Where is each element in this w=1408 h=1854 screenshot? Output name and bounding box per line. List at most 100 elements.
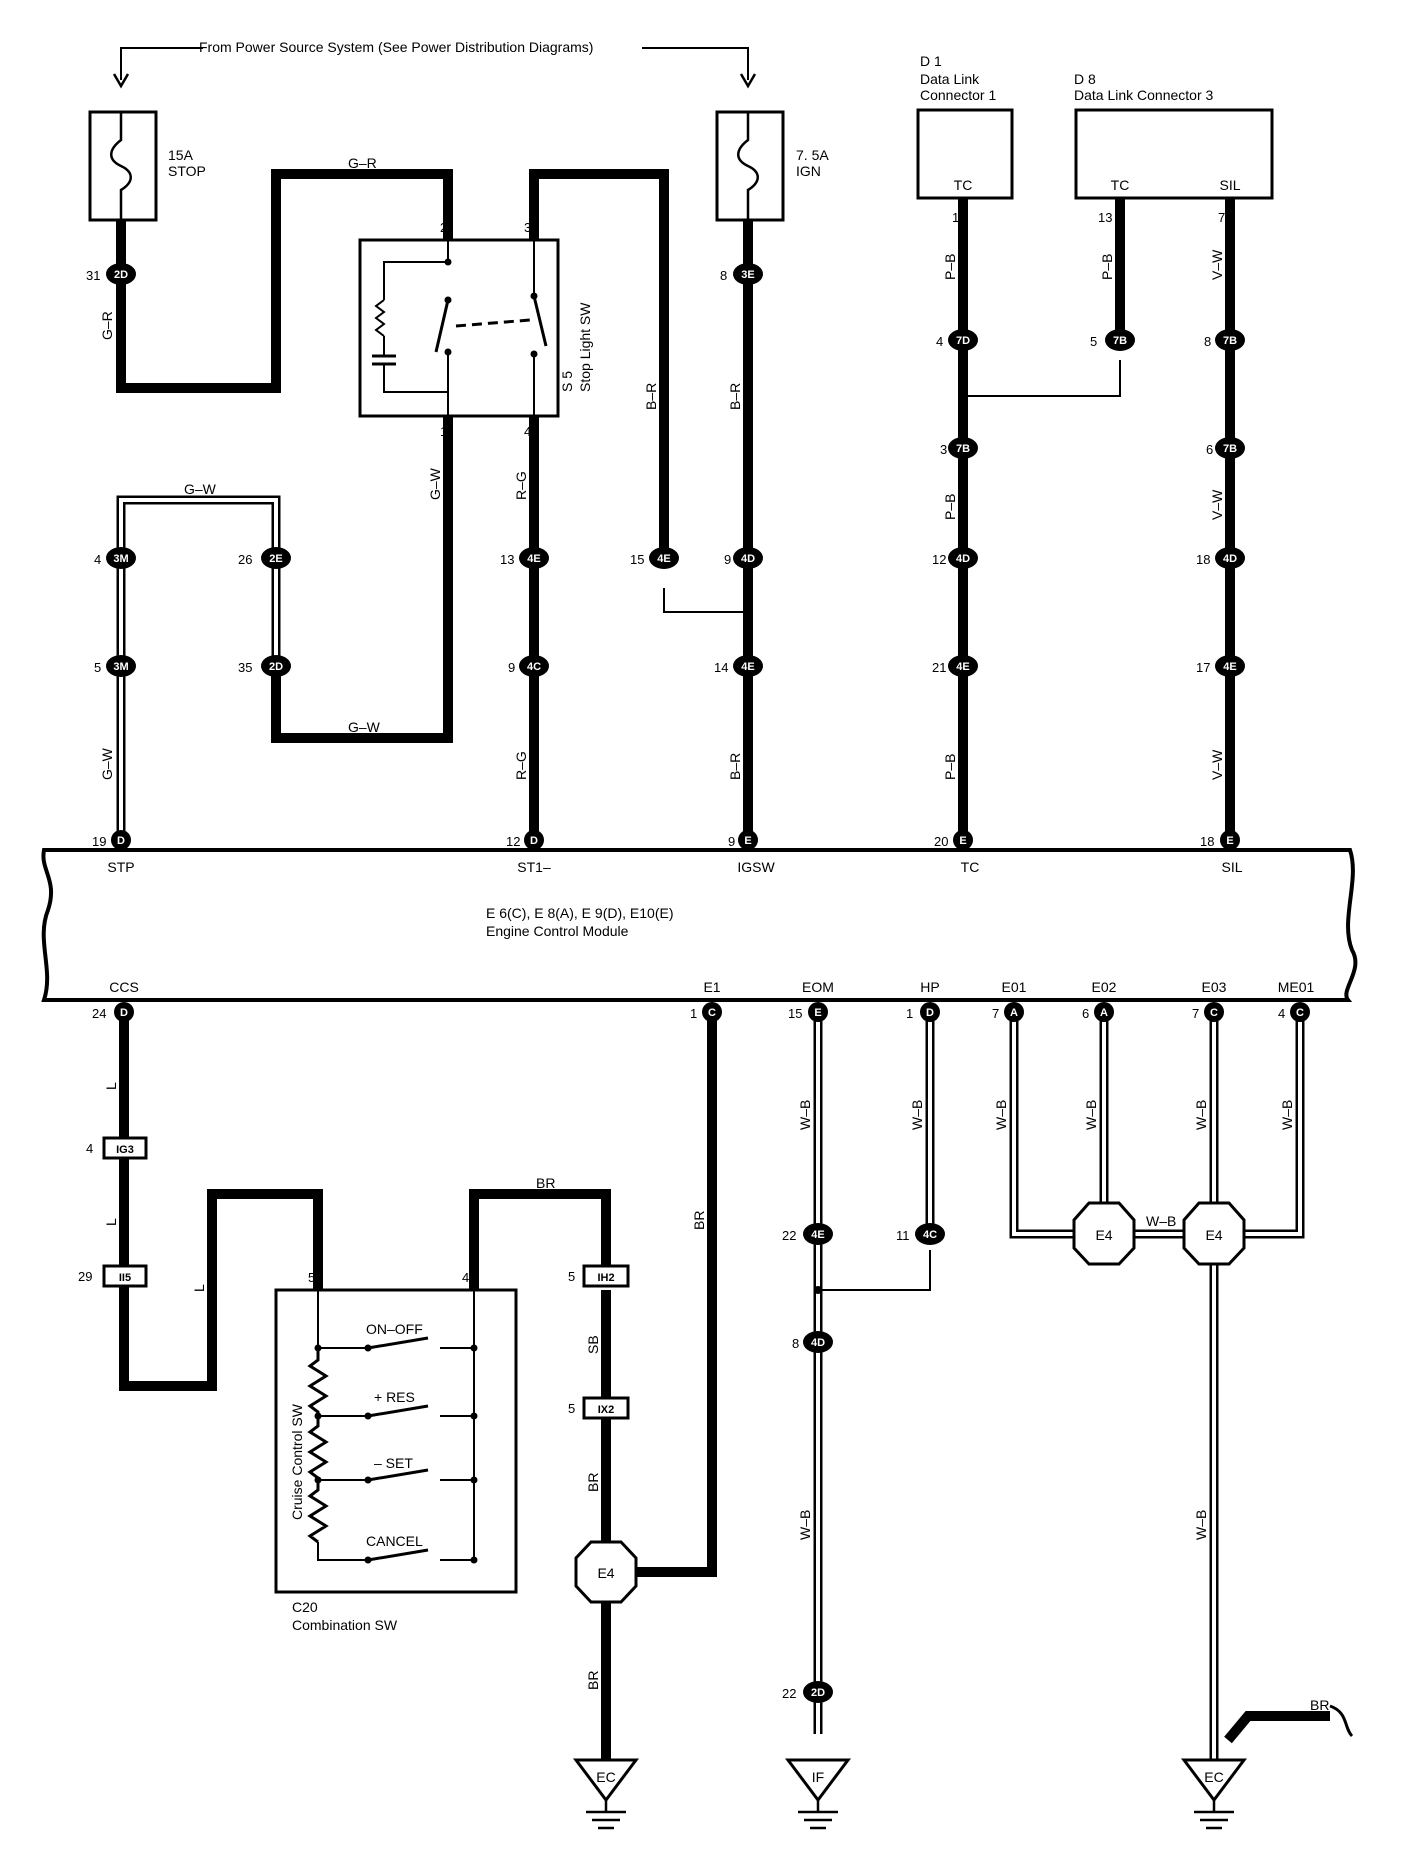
pin-4-sw: 4 [524, 424, 531, 439]
wire-g-w-top: G–W [184, 481, 217, 497]
dlc1-id: D 1 [920, 53, 942, 69]
svg-text:4D: 4D [811, 1337, 825, 1349]
wire-labels-bottom: L L L BR BR SB BR BR BR W–B W–B W–B W–B … [103, 1082, 1329, 1713]
pin-18-ecm: 18 [1200, 834, 1214, 849]
fuse-ign-rating: 7. 5A [796, 147, 829, 163]
wire-g-w-bottom: G–W [348, 719, 381, 735]
connector-4D-c: 4D [1215, 547, 1245, 569]
connector-7B-c: 7B [948, 437, 978, 459]
ecm-term-sil: SIL [1221, 859, 1242, 875]
connectors-top: 2D 31 3E 8 7D 4 7B 5 7B 8 7B 3 7B 6 3M 4… [86, 263, 1245, 677]
pin-8-ign: 8 [720, 268, 727, 283]
pin-24: 24 [92, 1006, 106, 1021]
svg-text:E: E [1226, 835, 1233, 847]
svg-text:4C: 4C [923, 1229, 937, 1241]
svg-text:3M: 3M [113, 553, 128, 565]
pin-13-4e: 13 [500, 552, 514, 567]
pin-31: 31 [86, 268, 100, 283]
connector-4C-a: 4C [519, 655, 549, 677]
pin-7-dlc: 7 [1218, 210, 1225, 225]
ecm-term-e1: E1 [703, 979, 720, 995]
pin-5-ix2: 5 [568, 1401, 575, 1416]
pin-3-sw: 3 [524, 220, 531, 235]
pin-22-2d: 22 [782, 1686, 796, 1701]
connector-4E-b: 4E [649, 547, 679, 569]
pin-26: 26 [238, 552, 252, 567]
wire-break-mark [1329, 1704, 1354, 1738]
conn-ii5: II5 [119, 1272, 131, 1284]
svg-text:D: D [926, 1007, 934, 1019]
conn-ix2: IX2 [598, 1404, 615, 1416]
pin-11-dlc: 11 [952, 210, 966, 225]
splice-e4-c: E4 [597, 1565, 614, 1581]
ground-ec-left: EC [573, 1758, 639, 1830]
wire-labels-top: G–R G–R G–W G–W G–W G–W R–G R–G B–R B–R … [99, 155, 1225, 780]
bottom-double-wires [813, 1012, 1305, 1760]
connector-4E-e: 4E [1215, 655, 1245, 677]
ecm-term-e03: E03 [1202, 979, 1227, 995]
wire-wb-hp: W–B [909, 1100, 925, 1130]
connector-3M-a: 3M [106, 547, 136, 569]
pin-8-4d: 8 [792, 1336, 799, 1351]
pin-1-e1: 1 [690, 1006, 697, 1021]
dlc3-sil-label: SIL [1219, 177, 1240, 193]
ecm-top-terminals: D 19 D 12 E 9 E 20 E 18 [92, 830, 1240, 850]
pin-4-3m: 4 [94, 552, 101, 567]
svg-text:D: D [530, 835, 538, 847]
svg-text:2D: 2D [811, 1687, 825, 1699]
svg-text:3E: 3E [741, 269, 754, 281]
wire-br-ground: BR [585, 1671, 601, 1690]
svg-text:4E: 4E [811, 1229, 824, 1241]
wire-br-top: BR [536, 1175, 555, 1191]
pin-14: 14 [714, 660, 728, 675]
splice-e4-a: E4 [1095, 1227, 1112, 1243]
pin-17: 17 [1196, 660, 1210, 675]
svg-text:4D: 4D [741, 553, 755, 565]
ecm-name: Engine Control Module [486, 923, 629, 939]
connector-4D-b: 4D [948, 547, 978, 569]
svg-text:7D: 7D [956, 335, 970, 347]
ground-ec-right: EC [1181, 1758, 1247, 1830]
dlc3-name: Data Link Connector 3 [1074, 87, 1214, 103]
connector-4E-d: 4E [948, 655, 978, 677]
pin-4-me01: 4 [1278, 1006, 1285, 1021]
wire-b-r-bottom: B–R [727, 753, 743, 780]
ecm-term-e02: E02 [1092, 979, 1117, 995]
pin-1-hp: 1 [906, 1006, 913, 1021]
br-junction [663, 588, 748, 613]
dlc1-name-1: Data Link [920, 71, 980, 87]
svg-text:3M: 3M [113, 661, 128, 673]
ecm-bottom-terminals: D 24 C 1 E 15 D 1 A 7 A 6 C 7 C 4 [92, 1002, 1310, 1022]
wire-p-b-1: P–B [942, 254, 958, 280]
pin-13-dlc: 13 [1098, 210, 1112, 225]
pin-2-sw: 2 [440, 220, 447, 235]
fuse-ign-name: IGN [796, 163, 821, 179]
wire-g-r-left: G–R [99, 311, 115, 340]
connector-7D-a: 7D [948, 329, 978, 351]
fuse-ign: 7. 5A IGN [715, 110, 829, 222]
conn-ih2: IH2 [597, 1272, 614, 1284]
hp-junction [818, 1250, 931, 1291]
data-link-connector-1: D 1 Data Link Connector 1 TC [916, 53, 1014, 200]
wire-g-r-top: G–R [348, 155, 377, 171]
svg-text:7B: 7B [1223, 335, 1237, 347]
fuse-stop-rating: 15A [168, 147, 194, 163]
connector-7B-d: 7B [1215, 437, 1245, 459]
connector-3M-b: 3M [106, 655, 136, 677]
wire-g-w-left: G–W [99, 747, 115, 780]
combination-sw-id: C20 [292, 1599, 318, 1615]
pin-20: 20 [934, 834, 948, 849]
svg-text:D: D [120, 1007, 128, 1019]
cruise-control-label: Cruise Control SW [289, 1403, 305, 1520]
pin-35: 35 [238, 660, 252, 675]
ecm-term-tc: TC [961, 859, 980, 875]
ecm-term-eom: EOM [802, 979, 834, 995]
dlc1-tc-label: TC [954, 177, 973, 193]
power-source-feed: From Power Source System (See Power Dist… [112, 39, 757, 89]
pin-9-4d: 9 [724, 552, 731, 567]
pin-4-dlc: 4 [936, 334, 943, 349]
fuse-stop-name: STOP [168, 163, 206, 179]
svg-text:EC: EC [596, 1769, 615, 1785]
pin-3-dlc: 3 [940, 442, 947, 457]
pin-5-3m: 5 [94, 660, 101, 675]
